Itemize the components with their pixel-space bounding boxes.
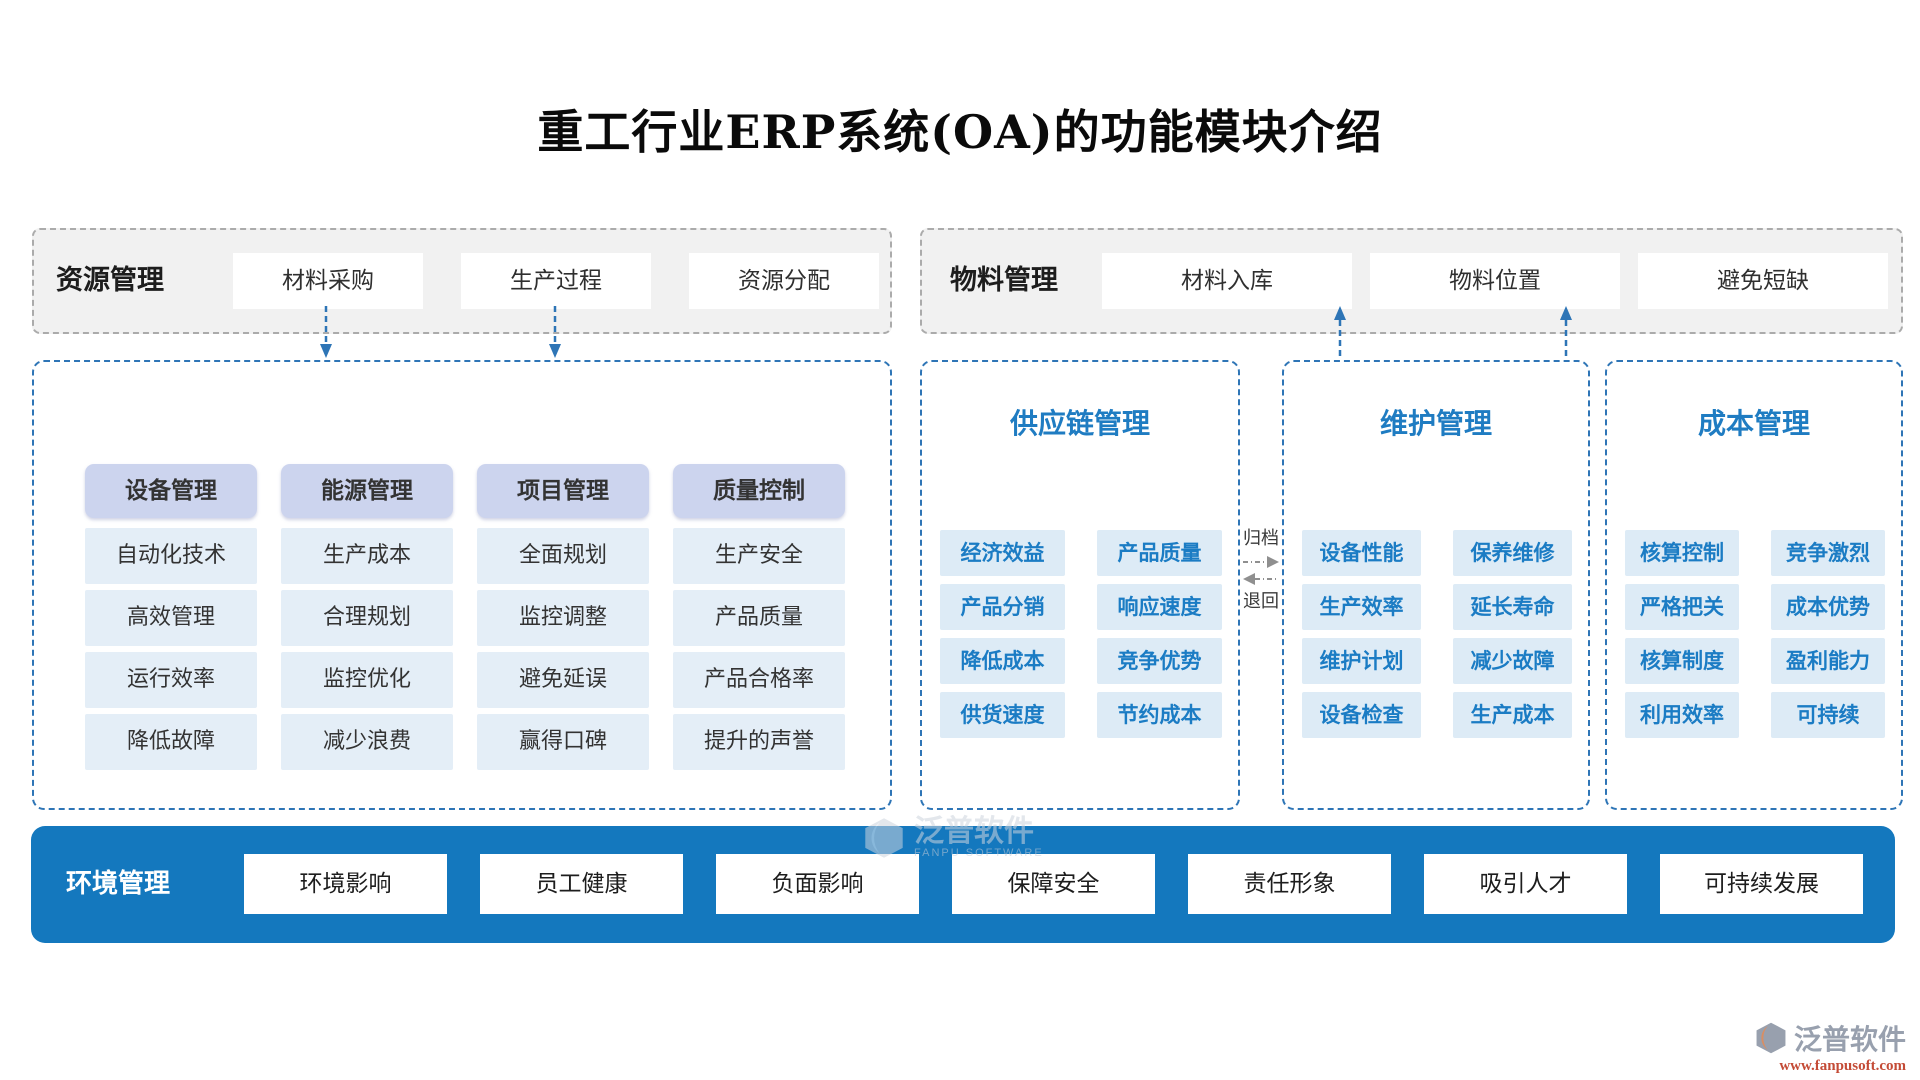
panel-item: 生产成本 (1453, 692, 1572, 738)
module-chip: 员工健康 (480, 854, 683, 914)
fanpu-logo-icon (1756, 1022, 1786, 1054)
panel-item: 延长寿命 (1453, 584, 1572, 630)
panel-item: 减少故障 (1453, 638, 1572, 684)
module-chip: 负面影响 (716, 854, 919, 914)
panel-item: 产品分销 (940, 584, 1065, 630)
panel-item: 盈利能力 (1771, 638, 1885, 684)
matrix-cell: 减少浪费 (281, 714, 453, 770)
panel-item-grid: 经济效益产品分销降低成本供货速度 产品质量响应速度竞争优势节约成本 (940, 530, 1222, 738)
panel-item: 降低成本 (940, 638, 1065, 684)
module-chip: 生产过程 (461, 253, 651, 309)
environment-label: 环境管理 (66, 869, 171, 899)
return-label: 退回 (1243, 591, 1279, 612)
arrow-left-icon (1243, 573, 1279, 585)
panel-cost: 成本管理 核算控制严格把关核算制度利用效率 竞争激烈成本优势盈利能力可持续 (1605, 360, 1903, 810)
archive-return-flow: 归档 退回 (1238, 527, 1284, 614)
matrix-cell: 提升的声誉 (673, 714, 845, 770)
matrix-header: 能源管理 (281, 464, 453, 518)
panel-title: 供应链管理 (1009, 407, 1150, 440)
matrix-cell: 避免延误 (477, 652, 649, 708)
module-chip: 材料采购 (233, 253, 423, 309)
matrix-cell: 运行效率 (85, 652, 257, 708)
matrix-header: 设备管理 (85, 464, 257, 518)
panel-maintenance: 维护管理 设备性能生产效率维护计划设备检查 保养维修延长寿命减少故障生产成本 (1282, 360, 1590, 810)
arrow-up-icon (1334, 306, 1346, 358)
resource-group-label: 资源管理 (56, 265, 164, 296)
module-chip: 物料位置 (1370, 253, 1620, 309)
module-chip: 资源分配 (689, 253, 879, 309)
panel-item: 供货速度 (940, 692, 1065, 738)
panel-item-grid: 核算控制严格把关核算制度利用效率 竞争激烈成本优势盈利能力可持续 (1625, 530, 1885, 738)
module-chip: 可持续发展 (1660, 854, 1863, 914)
matrix-cell: 降低故障 (85, 714, 257, 770)
panel-item: 维护计划 (1302, 638, 1421, 684)
panel-item: 设备性能 (1302, 530, 1421, 576)
page-title: 重工行业ERP系统(OA)的功能模块介绍 (537, 105, 1383, 159)
panel-title: 维护管理 (1379, 407, 1492, 440)
matrix-cell: 监控调整 (477, 590, 649, 646)
module-chip: 保障安全 (952, 854, 1155, 914)
environment-buttons: 环境影响员工健康负面影响保障安全责任形象吸引人才可持续发展 (244, 854, 1863, 914)
arrow-down-icon (549, 306, 561, 358)
matrix-column-equipment: 设备管理 自动化技术高效管理运行效率降低故障 (85, 464, 257, 770)
module-chip: 责任形象 (1188, 854, 1391, 914)
panel-item: 设备检查 (1302, 692, 1421, 738)
matrix-cell: 生产成本 (281, 528, 453, 584)
arrow-up-icon (1560, 306, 1572, 358)
matrix-cell: 全面规划 (477, 528, 649, 584)
matrix-cell: 产品合格率 (673, 652, 845, 708)
matrix-cell: 产品质量 (673, 590, 845, 646)
module-chip: 环境影响 (244, 854, 447, 914)
panel-item: 可持续 (1771, 692, 1885, 738)
panel-item: 响应速度 (1097, 584, 1222, 630)
panel-item: 竞争激烈 (1771, 530, 1885, 576)
matrix-cell: 自动化技术 (85, 528, 257, 584)
material-group-buttons: 材料入库物料位置避免短缺 (1102, 253, 1906, 309)
panel-item-grid: 设备性能生产效率维护计划设备检查 保养维修延长寿命减少故障生产成本 (1302, 530, 1572, 738)
watermark-url: www.fanpusoft.com (1779, 1058, 1906, 1074)
panel-item: 经济效益 (940, 530, 1065, 576)
panel-title: 成本管理 (1697, 407, 1810, 440)
panel-item: 产品质量 (1097, 530, 1222, 576)
panel-item: 保养维修 (1453, 530, 1572, 576)
module-chip: 材料入库 (1102, 253, 1352, 309)
matrix-cell: 监控优化 (281, 652, 453, 708)
module-chip: 避免短缺 (1638, 253, 1888, 309)
material-group-label: 物料管理 (950, 265, 1058, 296)
archive-label: 归档 (1243, 528, 1279, 549)
panel-item: 核算控制 (1625, 530, 1739, 576)
corner-watermark: 泛普软件 www.fanpusoft.com (1754, 1018, 1906, 1075)
panel-item: 利用效率 (1625, 692, 1739, 738)
matrix-cell: 合理规划 (281, 590, 453, 646)
panel-supply-chain: 供应链管理 经济效益产品分销降低成本供货速度 产品质量响应速度竞争优势节约成本 (920, 360, 1240, 810)
matrix-header: 质量控制 (673, 464, 845, 518)
resource-group-buttons: 材料采购生产过程资源分配 (233, 253, 917, 309)
matrix-cell: 生产安全 (673, 528, 845, 584)
panel-item: 核算制度 (1625, 638, 1739, 684)
matrix-column-project: 项目管理 全面规划监控调整避免延误赢得口碑 (477, 464, 649, 770)
arrow-down-icon (320, 306, 332, 358)
watermark-brand: 泛普软件 (1793, 1023, 1906, 1056)
material-management-group: 物料管理 材料入库物料位置避免短缺 (920, 228, 1903, 334)
panel-item: 竞争优势 (1097, 638, 1222, 684)
matrix-column-energy: 能源管理 生产成本合理规划监控优化减少浪费 (281, 464, 453, 770)
matrix-column-quality: 质量控制 生产安全产品质量产品合格率提升的声誉 (673, 464, 845, 770)
module-chip: 吸引人才 (1424, 854, 1627, 914)
matrix-cell: 高效管理 (85, 590, 257, 646)
resource-management-group: 资源管理 材料采购生产过程资源分配 (32, 228, 892, 334)
environment-management-bar: 环境管理 环境影响员工健康负面影响保障安全责任形象吸引人才可持续发展 (31, 826, 1895, 943)
arrow-right-icon (1243, 556, 1279, 568)
panel-item: 生产效率 (1302, 584, 1421, 630)
panel-item: 成本优势 (1771, 584, 1885, 630)
matrix-header: 项目管理 (477, 464, 649, 518)
panel-item: 节约成本 (1097, 692, 1222, 738)
matrix-cell: 赢得口碑 (477, 714, 649, 770)
panel-item: 严格把关 (1625, 584, 1739, 630)
